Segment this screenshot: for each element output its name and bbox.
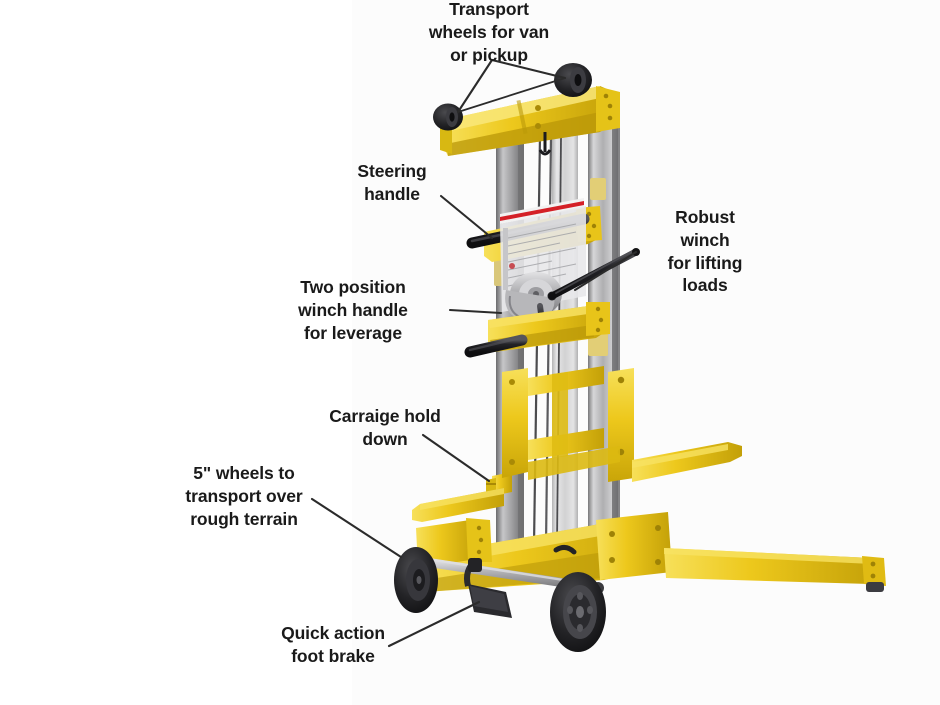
- outrigger-right-foot: [866, 582, 884, 592]
- callout-transport-wheels: Transport wheels for van or pickup: [428, 0, 550, 65]
- callout-quick-action-foot-brake: Quick action foot brake: [281, 623, 385, 666]
- callout-steering-handle: Steering handle: [357, 161, 427, 204]
- leader-steering: [439, 194, 494, 240]
- leader-transport-left: [456, 58, 494, 114]
- leader-transport-right: [490, 58, 567, 80]
- leader-transport-bridge: [457, 77, 566, 113]
- leader-winch: [573, 250, 638, 292]
- cable-clip: [553, 544, 577, 555]
- foot-brake-pedal: [464, 557, 512, 618]
- fork-carriage-assembly: [412, 366, 742, 522]
- leader-carriage: [421, 433, 491, 483]
- lower-handle-bar: [464, 334, 528, 358]
- winch-crank-handle: [548, 248, 640, 300]
- base-right-mount: [596, 512, 672, 580]
- callout-robust-winch: Robust winch for lifting loads: [667, 207, 743, 296]
- wheel-rough-left: [394, 547, 438, 613]
- top-crossbar-assembly: [433, 63, 620, 156]
- callout-two-position-winch-handle: Two position winch handle for leverage: [298, 277, 408, 343]
- leader-brake: [387, 600, 481, 648]
- crossbar-end-plate: [596, 86, 620, 132]
- mast-bracket-upper: [590, 178, 606, 200]
- leader-winch-handle: [448, 308, 503, 315]
- leader-wheels: [310, 497, 403, 559]
- transport-wheel-right: [554, 63, 592, 97]
- cable-hook: [538, 132, 552, 156]
- callout-5in-wheels: 5" wheels to transport over rough terrai…: [185, 463, 303, 529]
- carriage-left-post: [502, 368, 528, 478]
- transport-wheel-left: [433, 103, 463, 131]
- callout-carriage-hold-down: Carraige hold down: [329, 406, 441, 449]
- mid-shelf-assembly: [464, 302, 610, 358]
- wheel-rough-right: [550, 572, 606, 652]
